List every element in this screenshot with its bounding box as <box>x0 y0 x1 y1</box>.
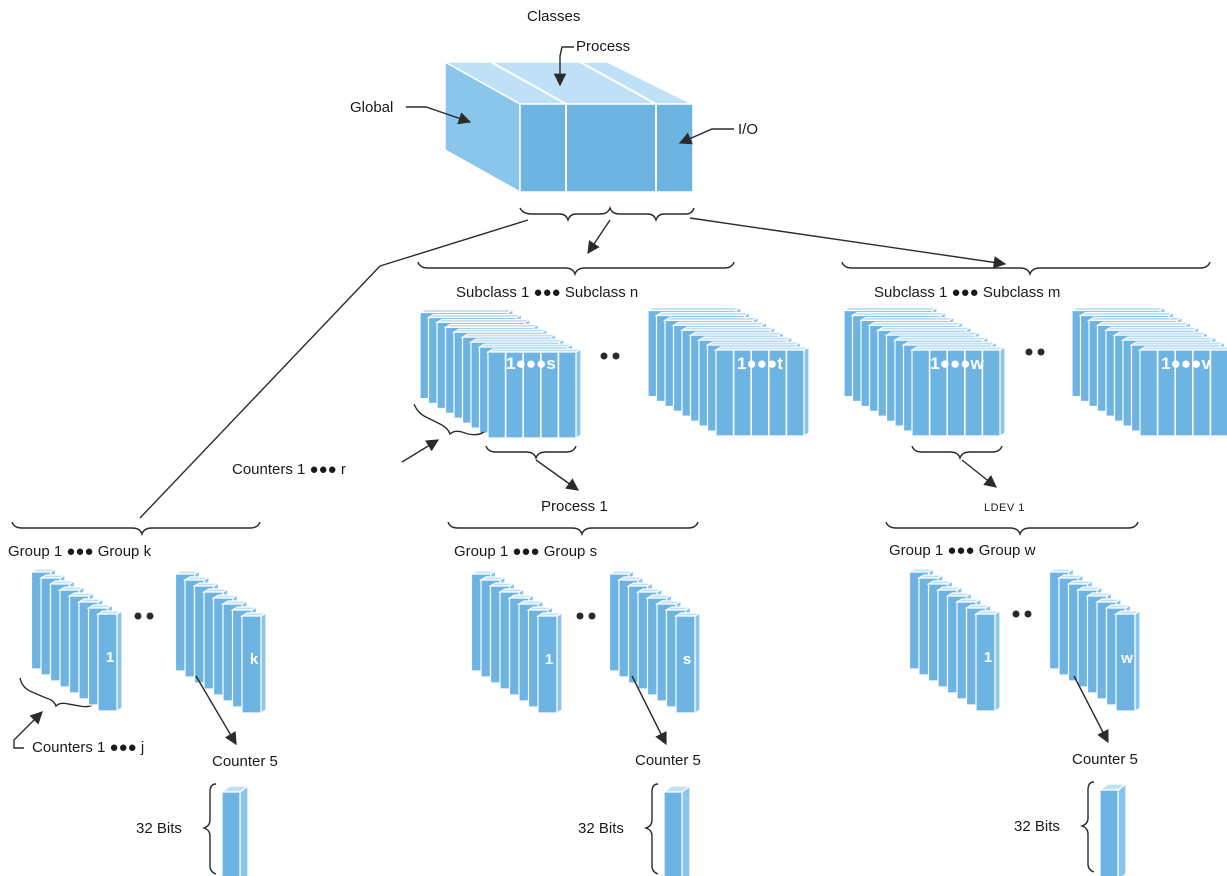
class-connectors <box>139 217 1007 519</box>
classes-title: Classes <box>527 8 581 25</box>
counter5-process-label: Counter 5 <box>635 752 701 769</box>
process-class-label: Process <box>576 38 631 55</box>
subclass-m-brace <box>841 261 1211 277</box>
group-number-w: w <box>1120 650 1133 667</box>
group-1-stack-io <box>907 567 1003 713</box>
bits-process-label: 32 Bits <box>578 820 624 837</box>
stack-label-1-t: 1●●●t <box>737 354 783 373</box>
group-number-s: s <box>683 651 691 668</box>
group-number-1-io: 1 <box>984 649 992 666</box>
group-s-label: Group 1 ●●● Group s <box>454 543 598 560</box>
stack-label-1-v: 1●●●v <box>1161 354 1211 373</box>
io-class-label: I/O <box>738 121 759 138</box>
group-number-1-process: 1 <box>545 651 553 668</box>
classes-block <box>442 60 694 194</box>
ldev1-label: LDEV 1 <box>984 502 1025 514</box>
group-number-k: k <box>250 651 259 668</box>
counter5-global-label: Counter 5 <box>212 753 278 770</box>
group-k-brace <box>11 521 261 537</box>
group-1-stack-global <box>29 567 125 713</box>
subclass-n-label: Subclass 1 ●●● Subclass n <box>456 284 639 301</box>
counter5-arrows <box>195 675 1109 746</box>
counter-32bit-process <box>662 784 692 876</box>
process1-brace <box>447 521 699 537</box>
stack-braces <box>13 403 1003 749</box>
group-number-1-global: 1 <box>106 649 114 666</box>
subclass-m-stack <box>1069 306 1227 437</box>
classes-brace <box>519 205 695 223</box>
stack-label-1-s: 1●●●s <box>506 354 556 373</box>
counters-j-label: Counters 1 ●●● j <box>32 739 145 756</box>
group-w-stack <box>1047 567 1143 713</box>
ldev1-brace <box>885 521 1139 537</box>
subclass-1-stack-io <box>841 306 1008 438</box>
subclass-n-stack <box>645 306 812 438</box>
process1-label: Process 1 <box>541 498 608 515</box>
class-leaders <box>406 46 734 145</box>
counter-32bit-global <box>220 784 250 876</box>
stack-label-1-w: 1●●●w <box>930 354 984 373</box>
global-class-label: Global <box>350 99 394 116</box>
group-k-stack <box>173 569 269 715</box>
bits-braces <box>201 781 1095 875</box>
bits-global-label: 32 Bits <box>136 820 182 837</box>
counters-r-label: Counters 1 ●●● r <box>232 461 346 478</box>
subclass-m-label: Subclass 1 ●●● Subclass m <box>874 284 1061 301</box>
counter5-io-label: Counter 5 <box>1072 751 1138 768</box>
subclass-n-brace <box>417 261 735 277</box>
group-w-label: Group 1 ●●● Group w <box>889 542 1036 559</box>
counter-32bit-io <box>1098 782 1128 876</box>
stack-ellipsis <box>134 348 1045 620</box>
group-k-label: Group 1 ●●● Group k <box>8 543 152 560</box>
subclass-1-stack-process <box>417 308 584 440</box>
group-s-stack <box>607 569 703 715</box>
bits-io-label: 32 Bits <box>1014 818 1060 835</box>
group-1-stack-process <box>469 569 565 715</box>
